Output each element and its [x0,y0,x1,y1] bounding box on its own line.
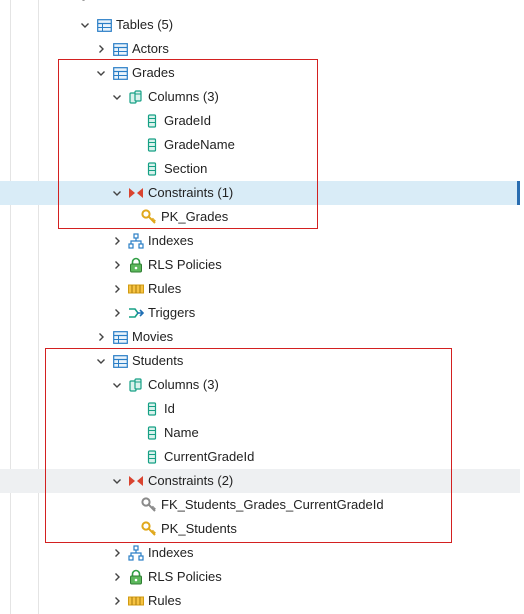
tree-node-constraint[interactable]: PK_Grades [0,205,520,229]
students-highlight-box [45,348,452,543]
tree-node-constraint[interactable]: PK_Students [0,517,520,541]
chevron-down-icon[interactable] [110,378,124,392]
tree-node-grades-triggers[interactable]: Triggers [0,301,520,325]
tree-node-students-rls[interactable]: RLS Policies [0,565,520,589]
column-icon [144,401,160,417]
tree-node-grades-columns[interactable]: Columns (3) [0,85,520,109]
column-icon [144,137,160,153]
triggers-icon [128,305,144,321]
primary-key-icon [141,209,157,225]
tree-node-label: Constraints (2) [148,473,234,488]
column-icon [144,113,160,129]
constraints-icon [128,185,144,201]
tree-node-label: PK_Grades [161,209,229,224]
tree-node-grades-rules[interactable]: Rules [0,277,520,301]
foreign-key-icon [141,497,157,513]
tree-node-label: Indexes [148,545,194,560]
chevron-right-icon[interactable] [94,330,108,344]
chevron-down-icon[interactable] [94,354,108,368]
rules-icon [128,281,144,297]
rules-icon [128,593,144,609]
tree-node-label: Id [164,401,175,416]
chevron-right-icon[interactable] [94,42,108,56]
columns-icon [128,89,144,105]
tree-node-label: Constraints (1) [148,185,234,200]
tree-node-label: Name [164,425,199,440]
tree-node-label: Actors [132,41,169,56]
table-icon [112,329,128,345]
columns-icon [128,377,144,393]
constraints-icon [128,473,144,489]
tree-node-label: Triggers [148,305,196,320]
tree-node-table-movies[interactable]: Movies [0,325,520,349]
selection-indicator [517,181,520,205]
grades-highlight-box [58,59,318,229]
tree-node-label: GradeName [164,137,235,152]
table-icon [112,65,128,81]
chevron-right-icon[interactable] [110,282,124,296]
tree-node-label: Columns (3) [148,377,219,392]
lock-icon [128,569,144,585]
tree-node-table-grades[interactable]: Grades [0,61,520,85]
indexes-icon [128,545,144,561]
chevron-right-icon[interactable] [110,570,124,584]
tree-node-column[interactable]: GradeId [0,109,520,133]
tree-node-students-columns[interactable]: Columns (3) [0,373,520,397]
tree-node-label: Rules [148,593,182,608]
chevron-down-icon[interactable] [78,18,92,32]
table-icon [112,353,128,369]
lock-icon [128,257,144,273]
primary-key-icon [141,521,157,537]
tree-node-table-actors[interactable]: Actors [0,37,520,61]
tree-guide-line [10,0,11,614]
chevron-right-icon[interactable] [110,594,124,608]
table-icon [112,41,128,57]
chevron-down-icon[interactable] [110,90,124,104]
tree-node-students-rules[interactable]: Rules [0,589,520,613]
chevron-down-icon[interactable] [110,474,124,488]
tree-node-column[interactable]: Section [0,157,520,181]
tree-node-label: Students [132,353,184,368]
tree-node-grades-constraints[interactable]: Constraints (1) [0,181,520,205]
tree-node-constraint[interactable]: FK_Students_Grades_CurrentGradeId [0,493,520,517]
tree-node-grades-rls[interactable]: RLS Policies [0,253,520,277]
tree-node-students-indexes[interactable]: Indexes [0,541,520,565]
tree-node-students-constraints[interactable]: Constraints (2) [0,469,520,493]
tree-node-label: Columns (3) [148,89,219,104]
chevron-down-icon[interactable] [94,66,108,80]
chevron-right-icon[interactable] [110,546,124,560]
tree-node-label: Rules [148,281,182,296]
tree-node-label: Grades [132,65,175,80]
tree-node-label: Tables (5) [116,17,174,32]
tree-node-label: Section [164,161,208,176]
tree-guide-line [38,0,39,614]
tree-row-partial [0,0,520,12]
table-icon [96,17,112,33]
tree-node-grades-indexes[interactable]: Indexes [0,229,520,253]
tree-node-column[interactable]: CurrentGradeId [0,445,520,469]
chevron-right-icon[interactable] [110,306,124,320]
tree-node-label: FK_Students_Grades_CurrentGradeId [161,497,384,512]
column-icon [144,449,160,465]
column-icon [144,161,160,177]
partial-item-fragment [82,0,85,1]
tree-node-label: Movies [132,329,174,344]
tree-node-column[interactable]: Id [0,397,520,421]
tree-node-label: PK_Students [161,521,237,536]
chevron-right-icon[interactable] [110,258,124,272]
tree-node-column[interactable]: GradeName [0,133,520,157]
tree-node-column[interactable]: Name [0,421,520,445]
tree-node-label: CurrentGradeId [164,449,255,464]
tree-node-tables[interactable]: Tables (5) [0,13,520,37]
tree-node-table-students[interactable]: Students [0,349,520,373]
tree-node-label: Indexes [148,233,194,248]
tree-node-label: RLS Policies [148,257,222,272]
tree-node-label: GradeId [164,113,211,128]
chevron-right-icon[interactable] [110,234,124,248]
indexes-icon [128,233,144,249]
column-icon [144,425,160,441]
chevron-down-icon[interactable] [110,186,124,200]
tree-node-label: RLS Policies [148,569,222,584]
